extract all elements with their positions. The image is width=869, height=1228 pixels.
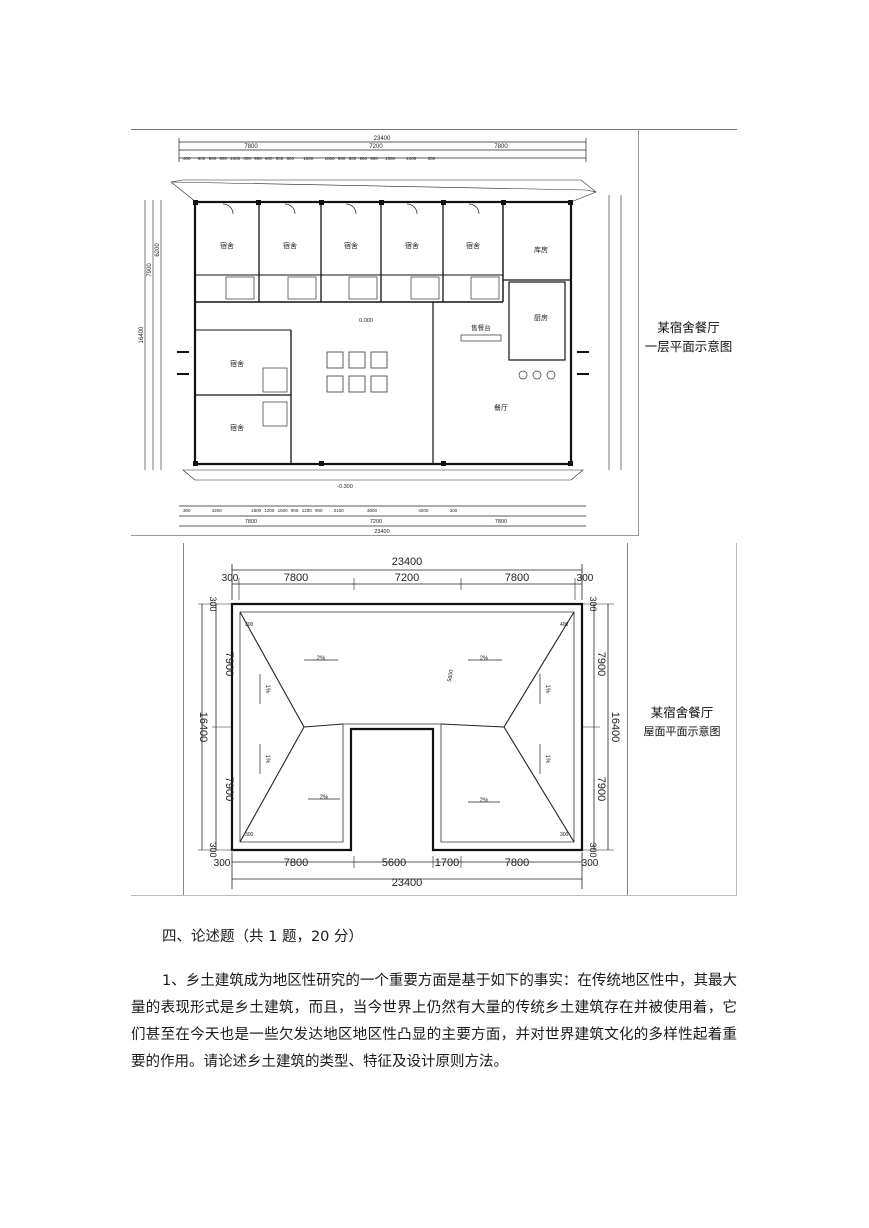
slope-label-4: 2% <box>480 798 489 804</box>
dorm-label-2: 宿舍 <box>283 241 297 250</box>
bottom-detail-dims: 300 4200 1800 1200 1500 900 1200 900 210… <box>183 508 458 513</box>
slope-label-7: 1% <box>544 685 550 694</box>
essay-question: 1、乡土建筑成为地区性研究的一个重要方面是基于如下的事实：在传统地区性中，其最大… <box>131 973 737 1070</box>
figure-frame-left-2 <box>183 543 184 895</box>
outer-walls <box>193 200 573 466</box>
roof-bottom-300-right: 300 <box>582 858 599 869</box>
top-dim-c: 7800 <box>494 144 508 150</box>
dorm-label-6: 宿舍 <box>230 359 244 368</box>
elevation-mark-1: 0.000 <box>359 318 373 324</box>
roof-right-upper: 7900 <box>595 652 607 676</box>
dorm-label-5: 宿舍 <box>466 241 480 250</box>
figure-frame-divider-1 <box>638 129 639 535</box>
kitchen-label: 厨房 <box>534 313 548 322</box>
dorm-label-7: 宿舍 <box>230 423 244 432</box>
roof-right-total: 16400 <box>609 712 621 743</box>
top-detail-dims: 300 900 900 900 1000 300 900 900 900 600… <box>183 156 436 161</box>
roof-right-lower: 7900 <box>595 777 607 801</box>
ground-floor-plan: 23400 7800 7200 7800 300 900 900 900 100… <box>131 130 638 535</box>
figure1-caption-line2: 一层平面示意图 <box>644 339 733 354</box>
roof-outline <box>230 602 584 852</box>
figure-frame-mid-rule <box>131 535 639 536</box>
left-dim-total: 16400 <box>139 326 145 343</box>
figure-frame-divider-2 <box>627 543 628 895</box>
bottom-dim-a: 7800 <box>245 519 257 525</box>
roof-bottom-5600: 5600 <box>382 857 406 869</box>
figure2-caption-line1: 某宿舍餐厅 <box>650 705 714 720</box>
storage-label: 库房 <box>534 245 548 254</box>
ground-floor-plan-svg: 23400 7800 7200 7800 300 900 900 900 100… <box>139 136 622 535</box>
figure-frame-bottom-rule <box>131 895 737 896</box>
slope-label-1: 2% <box>317 656 326 662</box>
dorm-label-1: 宿舍 <box>220 241 234 250</box>
figure-frame-top-rule <box>131 129 737 130</box>
slope-arrows <box>259 659 541 803</box>
roof-top-300-left: 300 <box>222 573 239 584</box>
corner-label-3: 300 <box>245 832 254 838</box>
top-dim-b: 7200 <box>369 144 383 150</box>
roof-right-300-bottom: 300 <box>588 842 598 857</box>
dorm-label-4: 宿舍 <box>405 241 419 250</box>
figure1-caption-line1: 某宿舍餐厅 <box>657 320 720 335</box>
roof-top-7200: 7200 <box>395 572 419 584</box>
slope-label-3: 2% <box>320 795 329 801</box>
top-total-dim: 23400 <box>374 136 391 142</box>
roof-plan: 23400 300 7800 7200 7800 300 2% 2% 2% 2%… <box>184 544 626 894</box>
left-dim-6200: 6200 <box>155 243 161 257</box>
left-dim-upper: 7900 <box>147 263 153 277</box>
bottom-dim-c: 7800 <box>495 519 507 525</box>
bottom-dim-b: 7200 <box>370 519 382 525</box>
roof-top-7800-right: 7800 <box>505 572 529 584</box>
dining-tables-center <box>326 351 388 393</box>
roof-left-total: 16400 <box>197 712 209 743</box>
servery-label: 售餐台 <box>471 323 491 332</box>
figure2-caption: 某宿舍餐厅 屋面平面示意图 <box>628 703 736 741</box>
elevation-mark-2: -0.300 <box>337 484 353 490</box>
roof-bottom-total: 23400 <box>392 877 423 889</box>
slope-label-5: 1% <box>264 685 270 694</box>
ridge-label: 5600 <box>447 669 455 682</box>
dorm-label-3: 宿舍 <box>344 241 358 250</box>
dining-label: 餐厅 <box>494 403 508 412</box>
roof-left-lower: 7900 <box>223 777 235 801</box>
bottom-total-dim: 23400 <box>374 529 389 535</box>
section-title: 四、论述题（共 1 题，20 分） <box>162 929 364 945</box>
roof-top-total: 23400 <box>392 556 423 568</box>
figure-frame-right-2 <box>736 543 737 895</box>
corner-label-1: 300 <box>245 622 254 628</box>
roof-top-7800-left: 7800 <box>284 572 308 584</box>
roof-left-300-bottom: 300 <box>208 842 218 857</box>
slope-label-8: 1% <box>544 755 550 764</box>
roof-top-300-right: 300 <box>577 573 594 584</box>
figure2-caption-line2: 屋面平面示意图 <box>643 725 721 738</box>
slope-label-2: 2% <box>480 656 489 662</box>
figure1-caption: 某宿舍餐厅 一层平面示意图 <box>640 318 737 356</box>
corner-label-4: 300 <box>560 832 569 838</box>
roof-bottom-300-left: 300 <box>214 858 231 869</box>
slope-label-6: 1% <box>264 755 270 764</box>
corner-label-2: 400 <box>560 622 569 628</box>
roof-plan-svg: 23400 300 7800 7200 7800 300 2% 2% 2% 2%… <box>197 556 621 889</box>
top-dim-a: 7800 <box>244 144 258 150</box>
roof-left-300-top: 300 <box>208 596 218 611</box>
roof-left-upper: 7900 <box>223 652 235 676</box>
roof-bottom-7800-right: 7800 <box>505 857 529 869</box>
columns <box>193 200 573 466</box>
roof-right-300-top: 300 <box>588 596 598 611</box>
roof-bottom-7800-left: 7800 <box>284 857 308 869</box>
roof-bottom-1700: 1700 <box>435 857 459 869</box>
